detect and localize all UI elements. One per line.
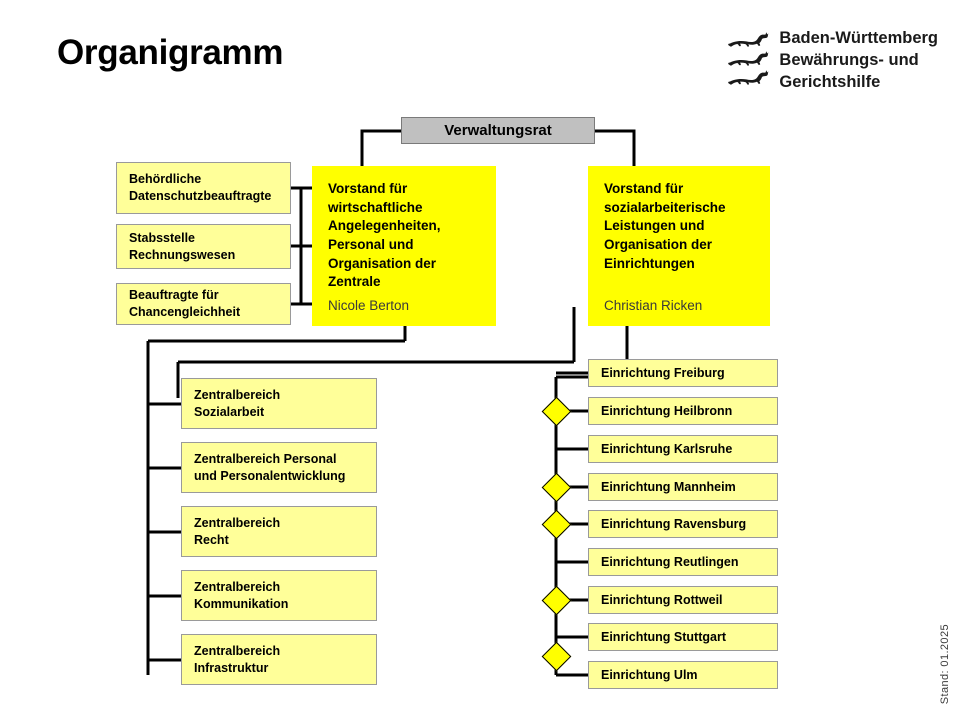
- node-zentralbereich-recht[interactable]: Zentralbereich Recht: [181, 506, 377, 557]
- node-board-wirtschaft-title: Vorstand für wirtschaftliche Angelegenhe…: [328, 181, 441, 290]
- node-einrichtung-ravensburg-label: Einrichtung Ravensburg: [601, 517, 747, 531]
- node-staff-rechnungswesen[interactable]: Stabsstelle Rechnungswesen: [116, 224, 291, 269]
- node-zentralbereich-infrastruktur[interactable]: Zentralbereich Infrastruktur: [181, 634, 377, 685]
- node-zentralbereich-sozialarbeit[interactable]: Zentralbereich Sozialarbeit: [181, 378, 377, 429]
- node-board-sozial[interactable]: Vorstand für sozialarbeiterische Leistun…: [588, 166, 770, 326]
- node-einrichtung-heilbronn[interactable]: Einrichtung Heilbronn: [588, 397, 778, 425]
- node-verwaltungsrat-label: Verwaltungsrat: [444, 122, 552, 139]
- node-board-sozial-person: Christian Ricken: [604, 298, 703, 314]
- node-zentralbereich-recht-label: Zentralbereich Recht: [194, 515, 281, 547]
- logo-line-2: Bewährungs- und: [779, 50, 919, 69]
- lion-icon: [728, 51, 769, 66]
- node-staff-chancengleichheit[interactable]: Beauftragte für Chancengleichheit: [116, 283, 291, 325]
- node-einrichtung-stuttgart-label: Einrichtung Stuttgart: [601, 630, 726, 644]
- node-zentralbereich-sozialarbeit-label: Zentralbereich Sozialarbeit: [194, 387, 281, 419]
- logo-text: Baden-Württemberg Bewährungs- und Gerich…: [779, 28, 938, 93]
- node-zentralbereich-personal[interactable]: Zentralbereich Personal und Personalentw…: [181, 442, 377, 493]
- node-einrichtung-reutlingen-label: Einrichtung Reutlingen: [601, 555, 739, 569]
- stand-note: Stand: 01.2025: [939, 623, 951, 704]
- node-einrichtung-ulm[interactable]: Einrichtung Ulm: [588, 661, 778, 689]
- node-einrichtung-mannheim-label: Einrichtung Mannheim: [601, 480, 736, 494]
- logo-line-3: Gerichtshilfe: [779, 72, 881, 91]
- node-einrichtung-karlsruhe-label: Einrichtung Karlsruhe: [601, 442, 733, 456]
- node-staff-chancengleichheit-label: Beauftragte für Chancengleichheit: [129, 288, 241, 319]
- node-einrichtung-karlsruhe[interactable]: Einrichtung Karlsruhe: [588, 435, 778, 463]
- node-staff-rechnungswesen-label: Stabsstelle Rechnungswesen: [129, 230, 236, 262]
- node-einrichtung-reutlingen[interactable]: Einrichtung Reutlingen: [588, 548, 778, 576]
- node-zentralbereich-kommunikation[interactable]: Zentralbereich Kommunikation: [181, 570, 377, 621]
- node-einrichtung-ravensburg[interactable]: Einrichtung Ravensburg: [588, 510, 778, 538]
- node-staff-datenschutz-label: Behördliche Datenschutzbeauftragte: [129, 172, 272, 203]
- node-verwaltungsrat[interactable]: Verwaltungsrat: [401, 117, 595, 144]
- node-board-wirtschaft-person: Nicole Berton: [328, 298, 410, 314]
- node-zentralbereich-infrastruktur-label: Zentralbereich Infrastruktur: [194, 643, 281, 675]
- node-einrichtung-freiburg-label: Einrichtung Freiburg: [601, 366, 725, 380]
- node-einrichtung-stuttgart[interactable]: Einrichtung Stuttgart: [588, 623, 778, 651]
- node-einrichtung-ulm-label: Einrichtung Ulm: [601, 668, 698, 682]
- node-einrichtung-freiburg[interactable]: Einrichtung Freiburg: [588, 359, 778, 387]
- logo: Baden-Württemberg Bewährungs- und Gerich…: [727, 28, 938, 93]
- node-staff-datenschutz[interactable]: Behördliche Datenschutzbeauftragte: [116, 162, 291, 214]
- node-board-sozial-title: Vorstand für sozialarbeiterische Leistun…: [604, 181, 726, 271]
- logo-line-1: Baden-Württemberg: [779, 29, 938, 47]
- node-einrichtung-rottweil-label: Einrichtung Rottweil: [601, 593, 723, 607]
- node-einrichtung-mannheim[interactable]: Einrichtung Mannheim: [588, 473, 778, 501]
- lion-icon: [728, 32, 769, 47]
- node-zentralbereich-personal-label: Zentralbereich Personal und Personalentw…: [194, 451, 346, 483]
- node-board-wirtschaft[interactable]: Vorstand für wirtschaftliche Angelegenhe…: [312, 166, 496, 326]
- node-zentralbereich-kommunikation-label: Zentralbereich Kommunikation: [194, 579, 289, 611]
- three-lions-crest-icon: [727, 28, 769, 85]
- page-title: Organigramm: [57, 33, 284, 72]
- lion-icon: [728, 70, 769, 85]
- node-einrichtung-rottweil[interactable]: Einrichtung Rottweil: [588, 586, 778, 614]
- node-einrichtung-heilbronn-label: Einrichtung Heilbronn: [601, 404, 733, 418]
